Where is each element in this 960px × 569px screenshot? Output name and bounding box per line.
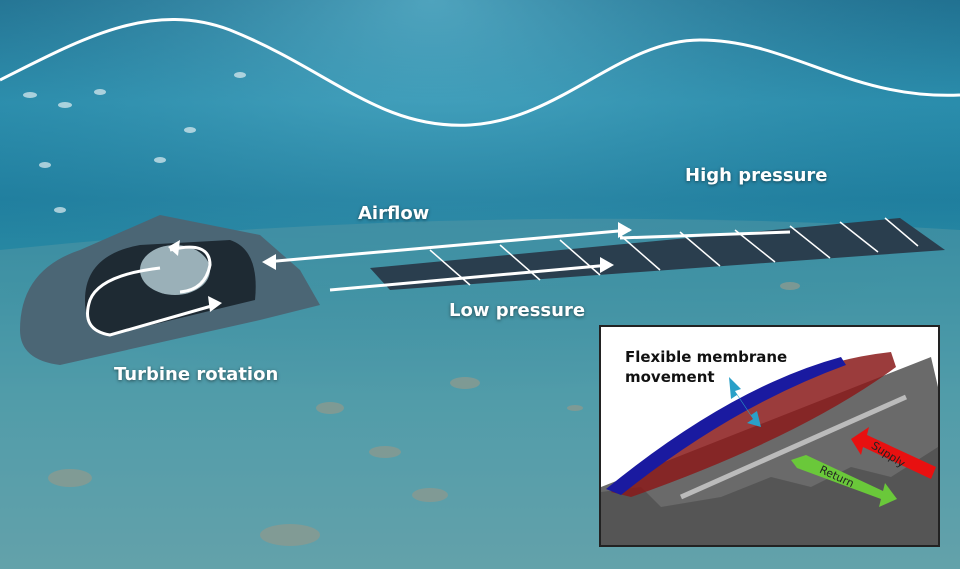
membrane-title: Flexible membrane movement (625, 348, 788, 386)
low-pressure-arrow (329, 263, 611, 292)
supply-arrow (851, 427, 936, 479)
turbine-rotation-arrow (86, 266, 216, 337)
fish (48, 282, 800, 546)
membrane-blue (606, 357, 846, 495)
membrane-wing (370, 218, 945, 290)
return-arrow (791, 455, 897, 507)
airflow-label: Airflow (358, 203, 430, 224)
low-pressure-label: Low pressure (449, 300, 586, 321)
high-pressure-arrow (619, 230, 791, 240)
membrane-cross-section (601, 352, 938, 545)
wave-line (0, 18, 960, 127)
membrane-detail-inset: Flexible membrane movement Supply Return (599, 325, 940, 547)
airflow-arrow (264, 228, 631, 264)
movement-arrow (729, 377, 761, 427)
high-pressure-label: High pressure (685, 165, 828, 186)
turbine (140, 245, 210, 295)
turbine-rotation-label: Turbine rotation (114, 364, 279, 385)
